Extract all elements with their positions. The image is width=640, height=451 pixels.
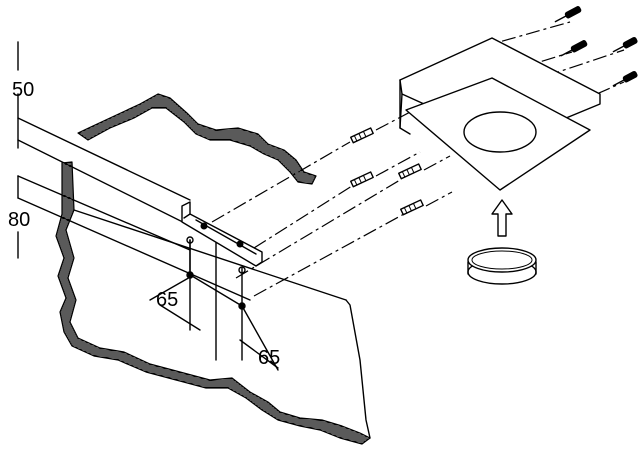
wall-section [55,93,371,445]
dimension-label-80: 80 [8,209,30,231]
housing-box [399,37,601,191]
assembly-axis-lines [211,21,625,297]
wall-plugs [350,127,424,216]
guide-line-1 [17,117,191,201]
screw-4 [612,70,638,87]
plate-opening [463,111,537,153]
guide-line-3 [17,175,191,251]
dimension-lines: 50 80 65 65 [8,41,280,371]
screw-3 [612,36,638,53]
screw-1 [554,6,582,23]
screw-2 [560,40,588,57]
screws [554,6,638,87]
ceiling-top-hatch [77,93,317,185]
mounting-bracket [181,201,263,267]
duct-ring [467,247,537,285]
guide-line-4 [17,197,251,301]
dimension-label-50: 50 [12,79,34,101]
wall-face-top-edge [73,209,347,301]
wall-plug-3 [398,163,422,180]
wall-plug-4 [400,199,424,216]
wall-plug-2 [350,171,374,188]
dimension-label-65-b: 65 [258,347,280,369]
wall-right-edge [345,299,371,439]
upward-arrow-icon [491,199,513,237]
dimension-label-65-a: 65 [156,289,178,311]
wall-plug-1 [350,127,374,144]
